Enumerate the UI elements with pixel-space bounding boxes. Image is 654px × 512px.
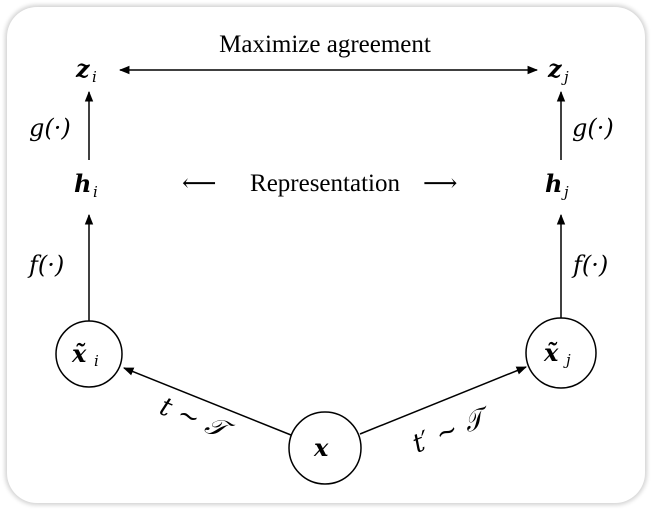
node-x-tilde-i: x̃ i — [55, 320, 123, 388]
svg-text:z: z — [547, 54, 563, 83]
representation-label-group: ⟵ Representation ⟶ — [182, 170, 457, 197]
node-x: x — [288, 411, 362, 485]
svg-text:j: j — [561, 183, 569, 201]
g-function-right: g(·) — [572, 114, 614, 142]
g-function-left: g(·) — [29, 114, 71, 142]
svg-text:i: i — [94, 352, 99, 370]
representation-label: Representation — [250, 170, 400, 197]
node-z-j: z j — [547, 54, 569, 86]
transform-label-left: t ∼ 𝒯 — [155, 392, 237, 449]
representation-left-arrow: ⟵ — [182, 171, 216, 197]
node-z-i: z i — [75, 54, 97, 86]
svg-text:i: i — [92, 68, 97, 86]
svg-text:x̃: x̃ — [71, 339, 87, 368]
transform-arrow-right — [359, 366, 527, 435]
svg-text:j: j — [563, 351, 571, 369]
node-x-tilde-j: x̃ j — [525, 317, 597, 389]
node-h-j: h j — [545, 169, 569, 201]
svg-text:j: j — [561, 68, 569, 86]
svg-text:i: i — [93, 183, 98, 201]
svg-text:h: h — [545, 169, 562, 198]
node-h-i: h i — [74, 169, 98, 201]
f-function-left: f(·) — [27, 251, 64, 279]
f-function-right: f(·) — [571, 251, 608, 279]
svg-text:h: h — [74, 169, 91, 198]
svg-text:x̃: x̃ — [543, 338, 559, 367]
transform-arrow-left — [123, 367, 292, 436]
maximize-agreement-label: Maximize agreement — [219, 31, 431, 58]
svg-text:z: z — [75, 54, 91, 83]
representation-right-arrow: ⟶ — [423, 171, 457, 197]
svg-text:x: x — [313, 433, 329, 462]
